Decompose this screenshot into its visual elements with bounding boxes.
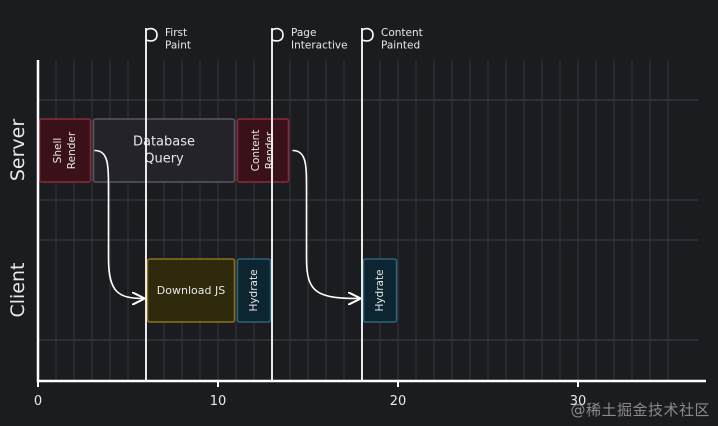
x-tick-label: 30 [570,394,587,409]
lane-label-client: Client [7,262,29,317]
task-box [236,118,290,183]
flag-icon [271,27,284,42]
task-download-js: Download JS [146,258,236,323]
task-box [92,118,236,183]
flag-icon [145,27,158,42]
task-label: Content [250,130,262,172]
marker-label: First [165,27,187,39]
arrow-content-to-hydrate [292,149,360,299]
x-tick-label: 20 [390,394,407,409]
task-box [362,258,398,323]
marker-label: Paint [165,40,191,52]
marker-label: Page [291,27,316,39]
watermark-text: @稀土掘金技术社区 [570,401,710,419]
task-hydrate-1: Hydrate [236,258,272,323]
task-label: Hydrate [374,269,386,311]
marker-label: Interactive [291,40,348,52]
task-label: Render [66,131,78,169]
task-hydrate-2: Hydrate [362,258,398,323]
task-label: Query [144,151,184,166]
marker-label: Content [381,27,423,39]
flag-icon [361,27,374,42]
x-tick-label: 10 [210,394,227,409]
task-label: Shell [52,138,64,164]
marker-label: Painted [381,40,420,52]
task-box [38,118,92,183]
task-label: Download JS [157,284,225,297]
lane-label-server: Server [7,119,29,181]
task-box [236,258,272,323]
task-label: Database [133,135,195,150]
task-label: Render [264,131,276,169]
task-label: Hydrate [248,269,260,311]
x-tick-label: 0 [34,394,42,409]
arrow-shell-to-download [94,149,144,299]
task-box [146,258,236,323]
